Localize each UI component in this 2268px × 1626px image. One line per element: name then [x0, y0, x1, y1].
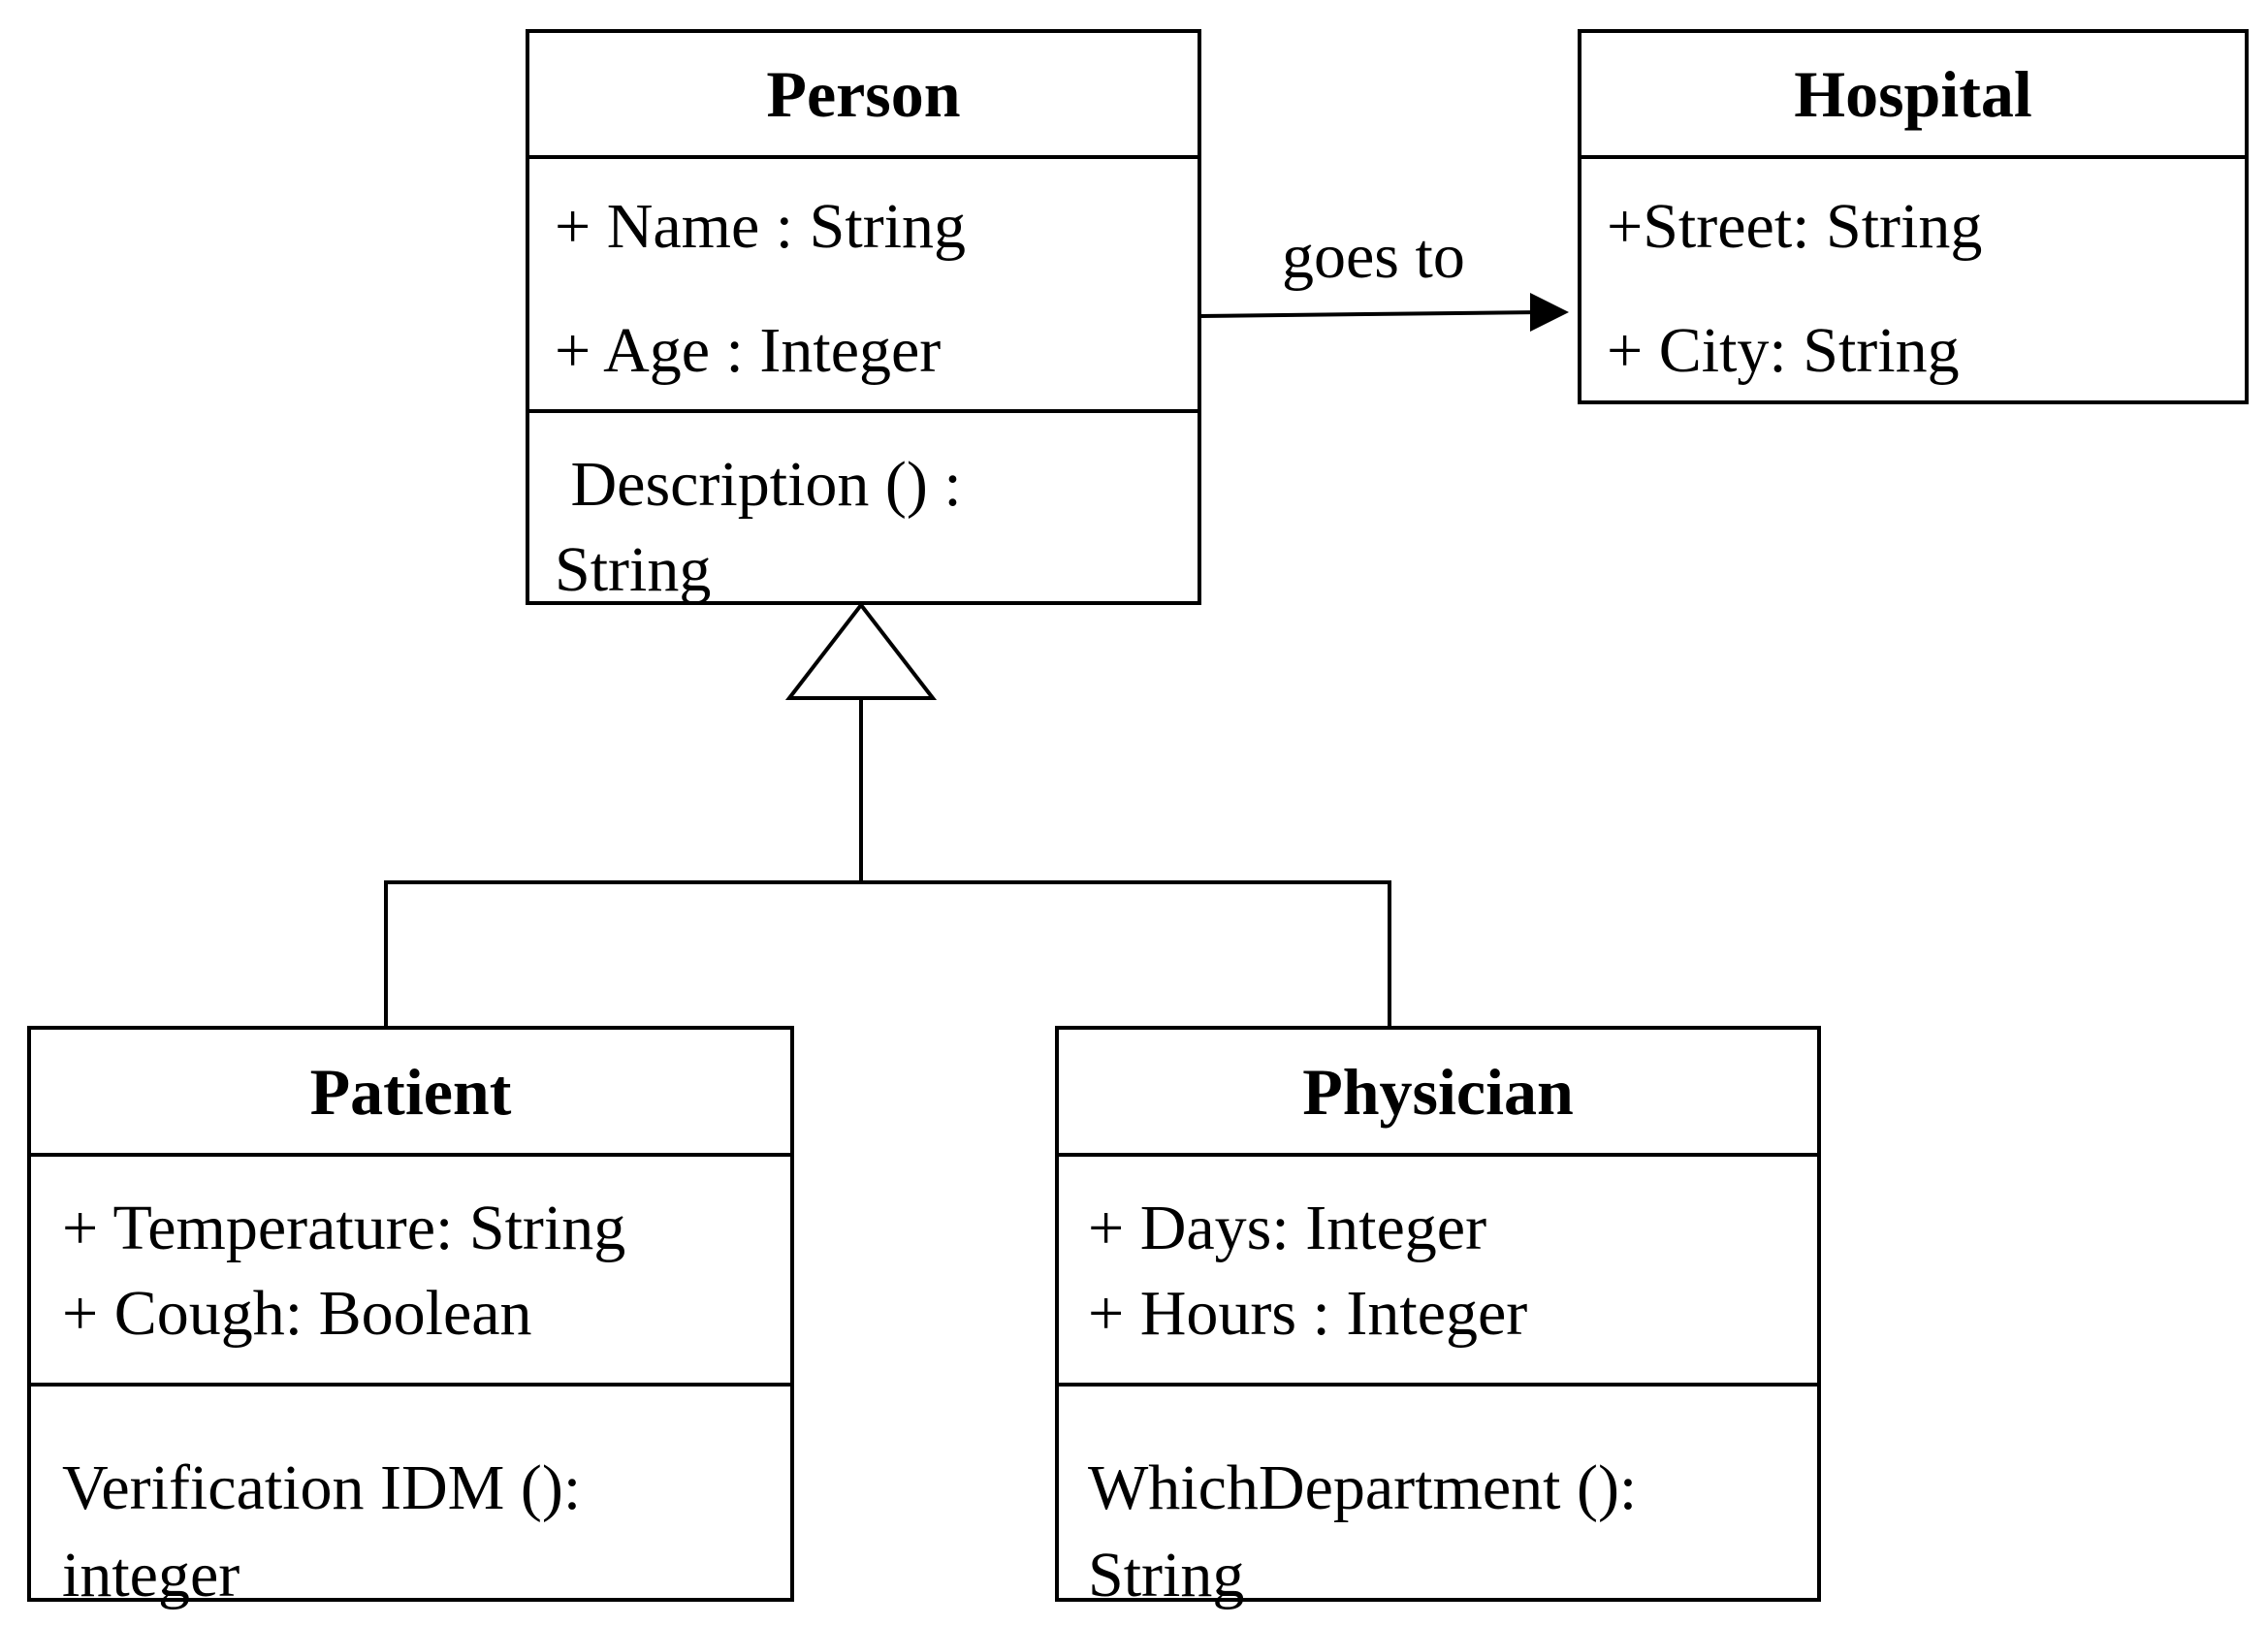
attribute-days: + Days: Integer: [1088, 1193, 1487, 1263]
attributes-physician: + Days: Integer + Hours : Integer: [1059, 1157, 1817, 1387]
operation-description-line2: String: [555, 534, 712, 605]
operations-physician: WhichDepartment (): String: [1059, 1387, 1817, 1619]
operation-description-line1: Description () :: [555, 449, 962, 520]
operations-patient: Verification IDM (): integer: [31, 1387, 790, 1619]
operation-verification-line2: integer: [62, 1540, 240, 1610]
class-name-physician: Physician: [1059, 1030, 1817, 1157]
attributes-patient: + Temperature: String + Cough: Boolean: [31, 1157, 790, 1387]
attribute-street: +Street: String: [1607, 191, 1983, 262]
operations-person: Description () : String: [529, 413, 1198, 613]
class-name-person: Person: [529, 33, 1198, 159]
attribute-temperature: + Temperature: String: [62, 1193, 626, 1263]
association-label: goes to: [1282, 221, 1465, 292]
class-patient[interactable]: Patient + Temperature: String + Cough: B…: [27, 1026, 794, 1610]
attribute-age: + Age : Integer: [555, 315, 942, 386]
attributes-person: + Name : String + Age : Integer: [529, 159, 1198, 413]
operation-verification-line1: Verification IDM ():: [62, 1452, 582, 1523]
association-line: [1198, 310, 1543, 318]
class-name-hospital: Hospital: [1581, 33, 2245, 159]
operation-whichdepartment-line1: WhichDepartment ():: [1088, 1452, 1638, 1523]
attribute-hours: + Hours : Integer: [1088, 1278, 1528, 1349]
attribute-name: + Name : String: [555, 191, 967, 262]
generalization-triangle: [784, 601, 938, 700]
class-name-patient: Patient: [31, 1030, 790, 1157]
association-arrowhead: [1530, 293, 1569, 332]
operation-whichdepartment-line2: String: [1088, 1540, 1245, 1610]
attribute-cough: + Cough: Boolean: [62, 1278, 532, 1349]
class-hospital[interactable]: Hospital +Street: String + City: String: [1578, 29, 2249, 404]
attributes-hospital: +Street: String + City: String: [1581, 159, 2245, 427]
class-physician[interactable]: Physician + Days: Integer + Hours : Inte…: [1055, 1026, 1821, 1610]
class-person[interactable]: Person + Name : String + Age : Integer D…: [526, 29, 1201, 605]
attribute-city: + City: String: [1607, 315, 1960, 386]
